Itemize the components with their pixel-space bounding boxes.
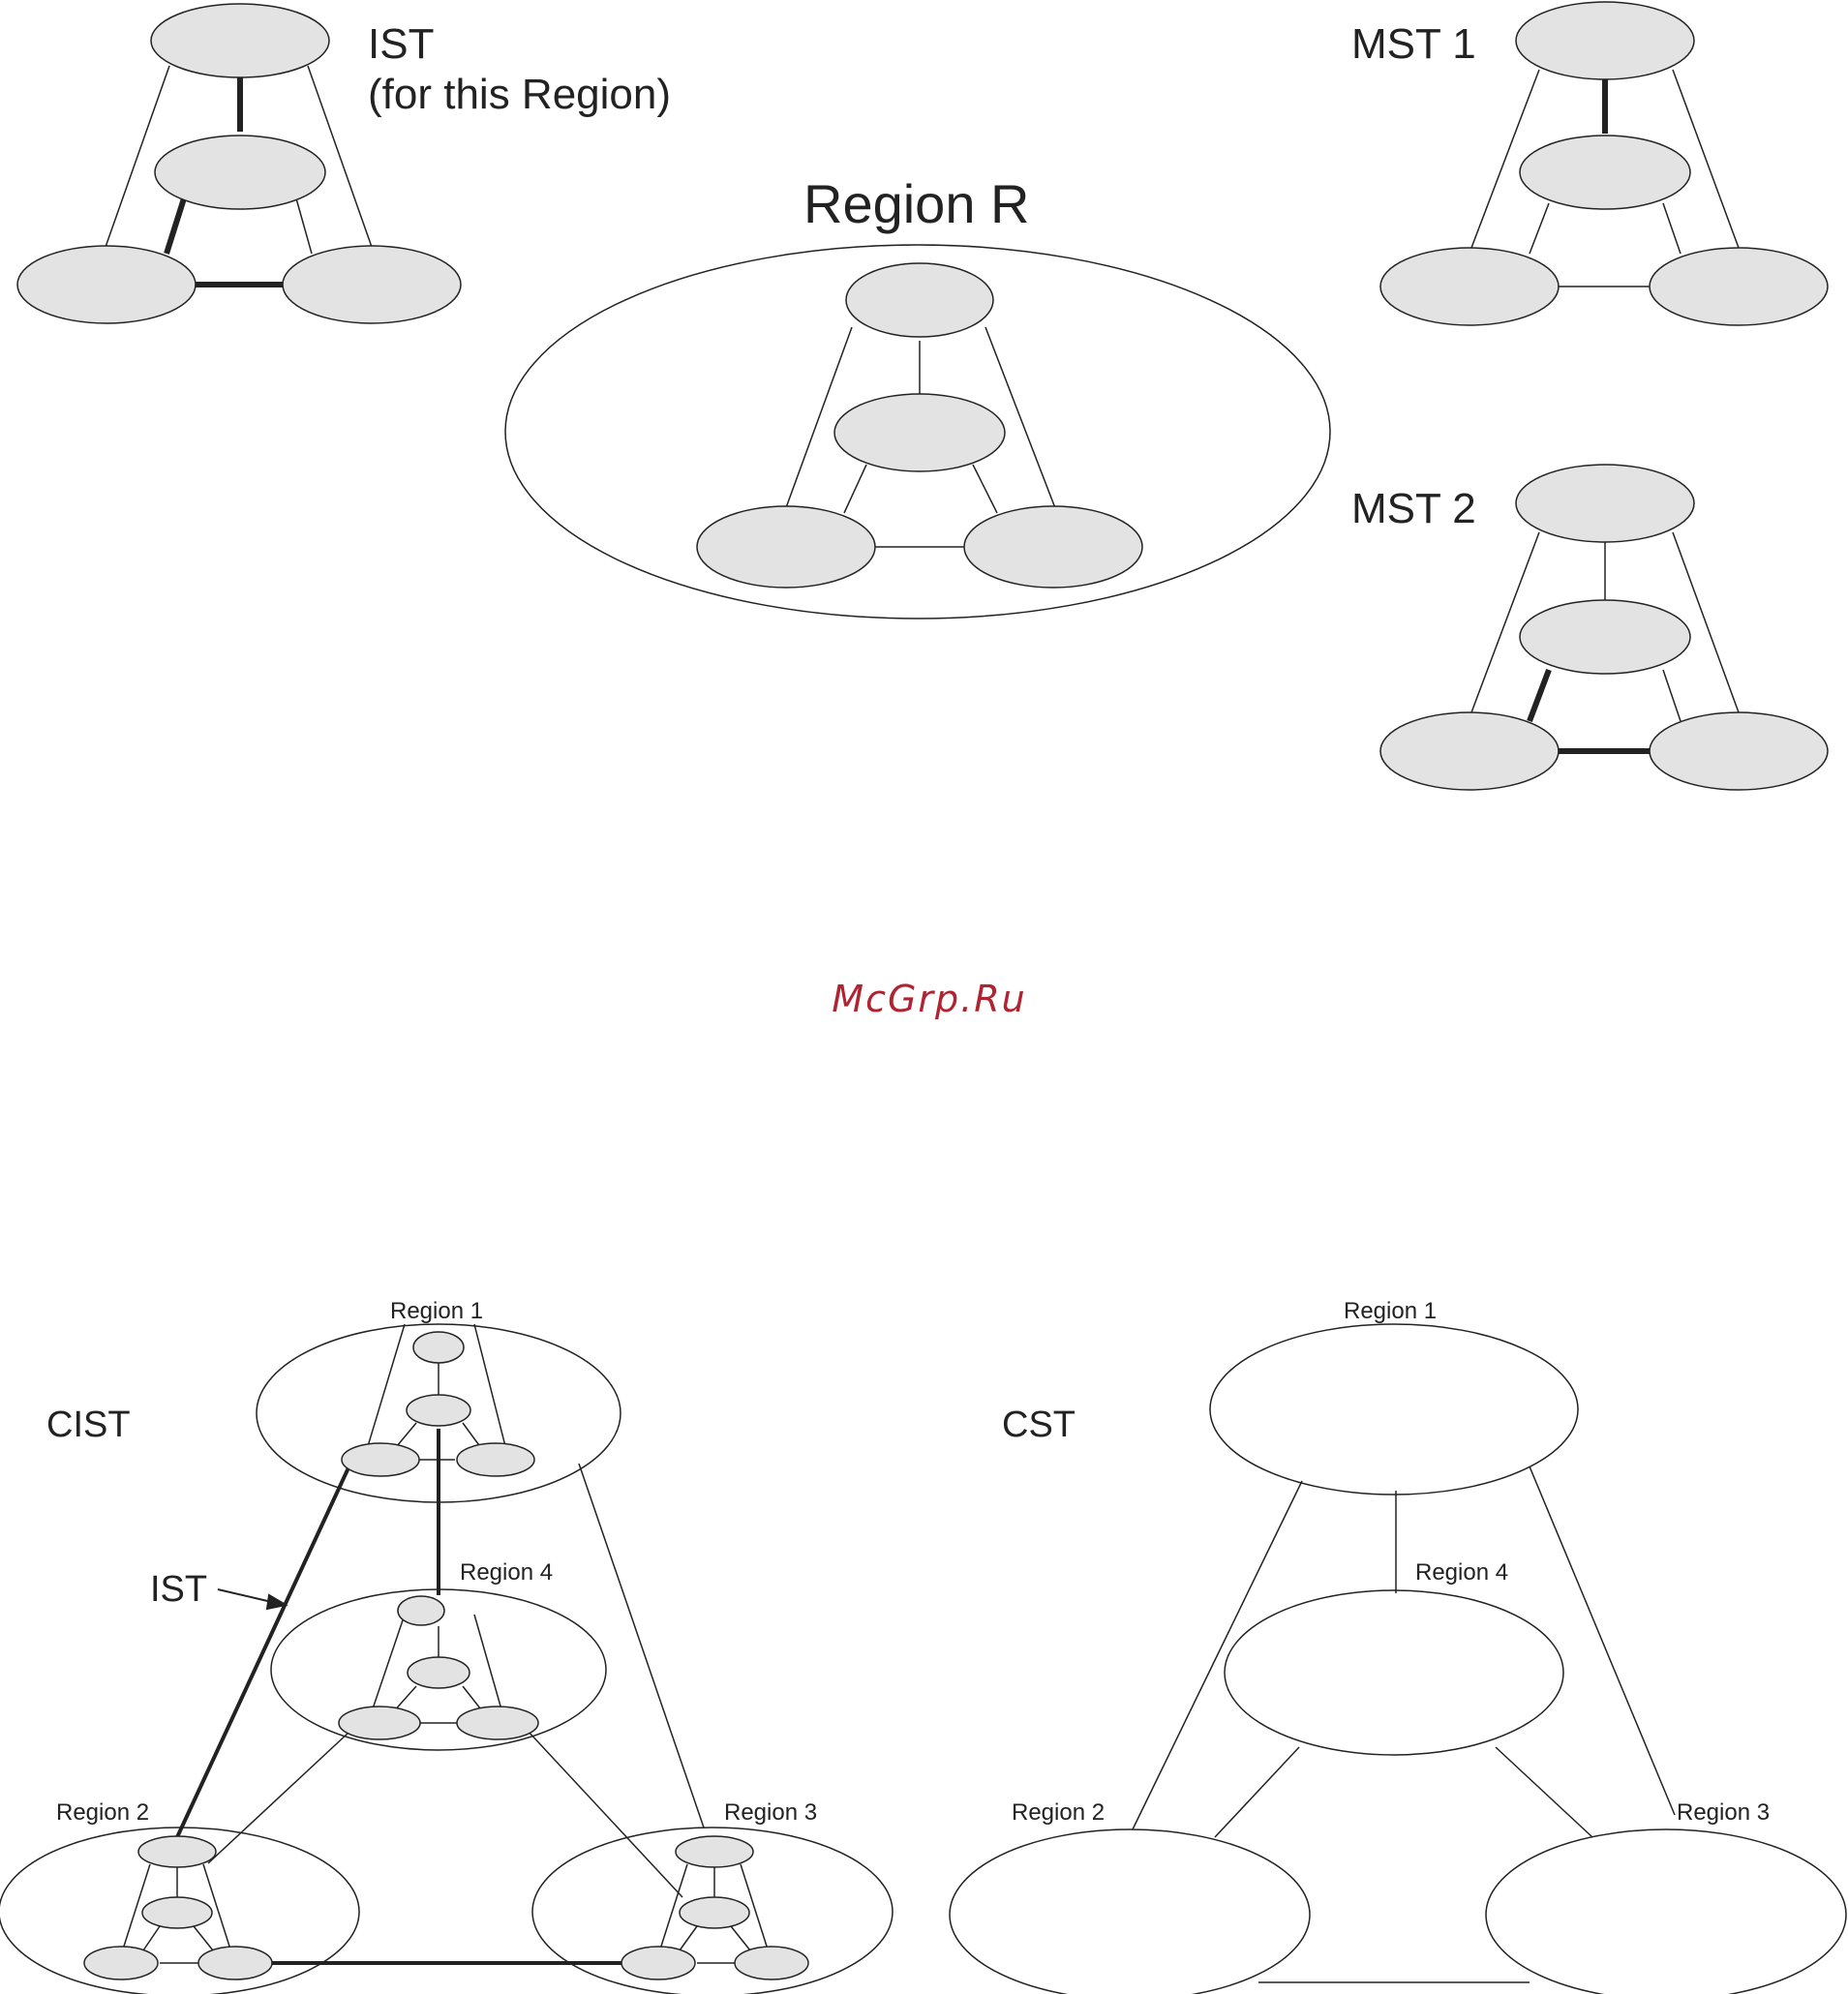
mst2-node-mid	[1520, 600, 1690, 674]
cist-ist-arrow	[218, 1589, 286, 1609]
watermark: McGrp.Ru	[832, 978, 1026, 1020]
ist-node-left	[17, 246, 196, 323]
mst1-title: MST 1	[1351, 20, 1476, 68]
cst-region4-label: Region 4	[1415, 1559, 1508, 1586]
cst-region2	[950, 1829, 1310, 1994]
mst1-node-mid	[1520, 136, 1690, 209]
cist-region4-label: Region 4	[460, 1559, 553, 1586]
cst-region4	[1225, 1590, 1563, 1755]
cst-region2-label: Region 2	[1012, 1799, 1105, 1826]
mst1-node-top	[1516, 2, 1694, 79]
region-r-node-right	[964, 506, 1142, 588]
mst2-node-left	[1380, 712, 1559, 790]
region-r-title: Region R	[803, 173, 1029, 234]
mst2-node-top	[1516, 465, 1694, 542]
cist-ist-pointer: IST	[150, 1569, 207, 1610]
cst-region1	[1210, 1324, 1578, 1495]
mst1-node-right	[1650, 248, 1828, 325]
mst2-title: MST 2	[1351, 485, 1476, 532]
cist-region2-label: Region 2	[56, 1799, 149, 1826]
region-r	[505, 245, 1330, 619]
ist-node-mid	[155, 136, 325, 209]
cst-region1-label: Region 1	[1344, 1298, 1437, 1324]
mst1-node-left	[1380, 248, 1559, 325]
cst-region3	[1486, 1829, 1846, 1994]
mst2-node-right	[1650, 712, 1828, 790]
cst-title: CST	[1002, 1405, 1075, 1445]
region-r-node-mid	[834, 394, 1005, 471]
cist-title: CIST	[46, 1405, 131, 1445]
cst-region3-label: Region 3	[1677, 1799, 1770, 1826]
ist-subtitle: (for this Region)	[368, 71, 671, 118]
region-r-node-top	[846, 263, 993, 337]
cst-diagram	[950, 1324, 1846, 1994]
region-r-node-left	[697, 506, 875, 588]
cist-region1-label: Region 1	[390, 1298, 483, 1324]
cist-diagram	[0, 1324, 893, 1994]
ist-node-top	[151, 4, 329, 77]
cist-region3-label: Region 3	[724, 1799, 817, 1826]
ist-node-right	[283, 246, 461, 323]
ist-title: IST	[368, 20, 434, 68]
